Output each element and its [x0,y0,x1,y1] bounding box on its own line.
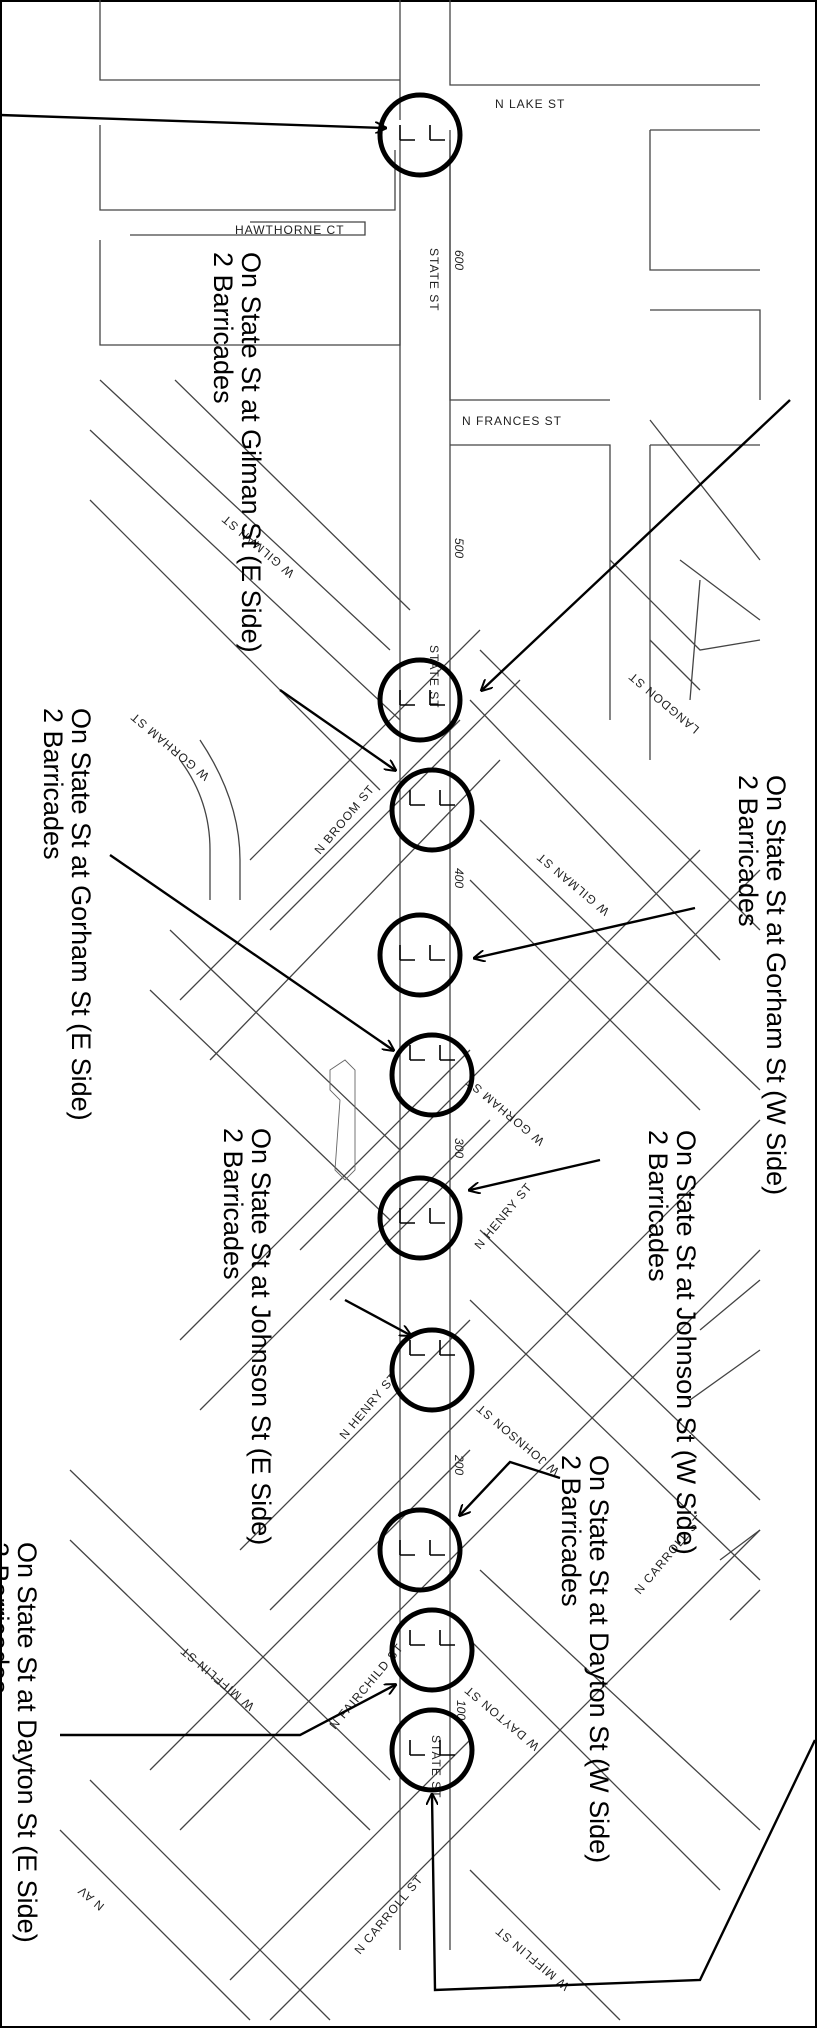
barricade-marker-gilman-e [389,767,475,853]
annotation-dayton-w: On State St at Dayton St (W Side) 2 Barr… [556,1455,614,1863]
street-label: N HENRY ST [472,1180,536,1252]
block-number: 600 [452,250,466,270]
street-label: N BROOM ST [312,782,378,857]
barricade-marker-gorham-e [389,1032,475,1118]
annotation-count: 2 Barricades [0,1542,14,1694]
diagonal-streets [59,379,761,2021]
annotation-title: On State St at Johnson St (W Side) [671,1130,701,1555]
annotation-johnson-w: On State St at Johnson St (W Side) 2 Bar… [643,1130,701,1555]
street-label: STATE ST [427,645,441,709]
annotation-title: On State St at Gorham St (E Side) [66,708,96,1121]
annotation-count: 2 Barricades [556,1455,586,1607]
annotation-gorham-e: On State St at Gorham St (E Side) 2 Barr… [38,708,96,1121]
annotation-count: 2 Barricades [643,1130,673,1282]
street-label: W GORHAM ST [463,1074,547,1148]
annotation-count: 2 Barricades [218,1128,248,1280]
annotation-count: 2 Barricades [208,252,238,404]
barricade-marker-gilman-w [377,657,463,743]
block-number: 100 [454,1700,468,1720]
street-label: W JOHNSON ST [473,1401,562,1479]
barricade-marker-mifflin [389,1707,475,1793]
block-number: 400 [452,868,466,888]
annotation-gilman-e: On State St at Gilman St (E Side) 2 Barr… [208,252,266,653]
barricade-markers [377,92,475,1793]
street-label: N LAKE ST [495,97,565,111]
leader-arrows [0,113,817,1992]
annotations: On State St at Gilman St (E Side) 2 Barr… [0,252,791,1943]
street-label: N FRANCES ST [462,414,562,428]
street-label: W GORHAM ST [128,709,212,783]
street-label: STATE ST [427,248,441,312]
barricade-marker-johnson-w [377,1175,463,1261]
barricade-marker-dayton-w [377,1507,463,1593]
barricade-marker-gorham-w [377,912,463,998]
street-label: N AV [75,1883,107,1913]
state-street [399,140,451,1950]
barricade-marker-dayton-e [389,1607,475,1693]
barricade-marker-johnson-e [389,1327,475,1413]
street-label: W MIFFLIN ST [492,1924,571,1994]
annotation-count: 2 Barricades [38,708,68,860]
annotation-title: On State St at Gorham St (W Side) [761,775,791,1195]
annotation-title: On State St at Dayton St (W Side) [584,1455,614,1863]
barricade-marker-lake [377,92,463,178]
street-label: LANGDON ST [626,669,702,736]
block-number: 300 [452,1138,466,1158]
annotation-title: On State St at Dayton St (E Side) [12,1542,42,1943]
street-label: HAWTHORNE CT [235,223,345,237]
annotation-title: On State St at Johnson St (E Side) [246,1128,276,1545]
annotation-dayton-e: On State St at Dayton St (E Side) 2 Barr… [0,1542,42,1943]
street-label: W GILMAN ST [534,850,612,919]
block-number: 200 [452,1454,466,1475]
street-label: N CARROLL ST [352,1872,426,1957]
annotation-count: 2 Barricades [733,775,763,927]
annotation-johnson-e: On State St at Johnson St (E Side) 2 Bar… [218,1128,276,1545]
annotation-gorham-w: On State St at Gorham St (W Side) 2 Barr… [733,775,791,1195]
block-number: 500 [452,538,466,558]
street-label: N HENRY ST [337,1370,401,1442]
block-numbers: 600 500 400 300 200 100 [452,250,468,1720]
annotation-title: On State St at Gilman St (E Side) [236,252,266,653]
